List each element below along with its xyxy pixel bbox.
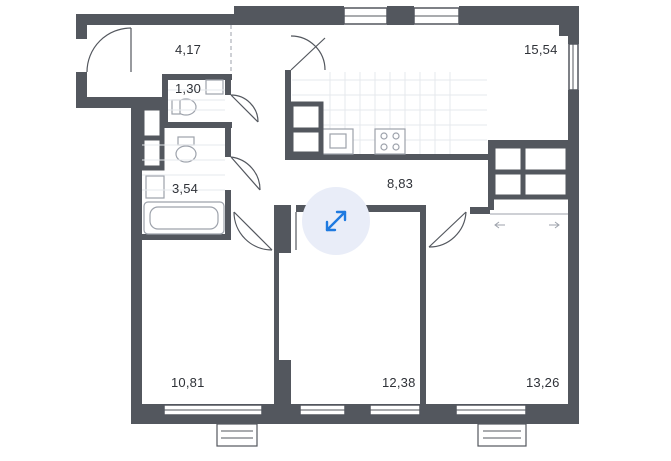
bathroom-tile-grid [142, 89, 225, 191]
room-area-bedroom-3: 13,26 [526, 375, 560, 390]
balcony-slats [221, 430, 521, 439]
room-area-hall: 4,17 [175, 42, 202, 57]
room-area-corridor: 8,83 [387, 176, 414, 191]
expand-arrows-icon [325, 210, 347, 232]
room-area-wc: 1,30 [175, 81, 202, 96]
sliding-door-arrows [490, 213, 568, 229]
room-area-bathroom: 3,54 [172, 181, 199, 196]
wardrobes [139, 101, 571, 200]
balconies [216, 423, 527, 447]
room-area-bedroom-2: 12,38 [382, 375, 416, 390]
doors [86, 27, 467, 251]
room-area-kitchen-living: 15,54 [524, 42, 558, 57]
bathroom-fixtures [143, 79, 225, 235]
expand-plan-button[interactable] [302, 187, 370, 255]
window-sashes [164, 15, 574, 411]
room-area-bedroom-1: 10,81 [171, 375, 205, 390]
